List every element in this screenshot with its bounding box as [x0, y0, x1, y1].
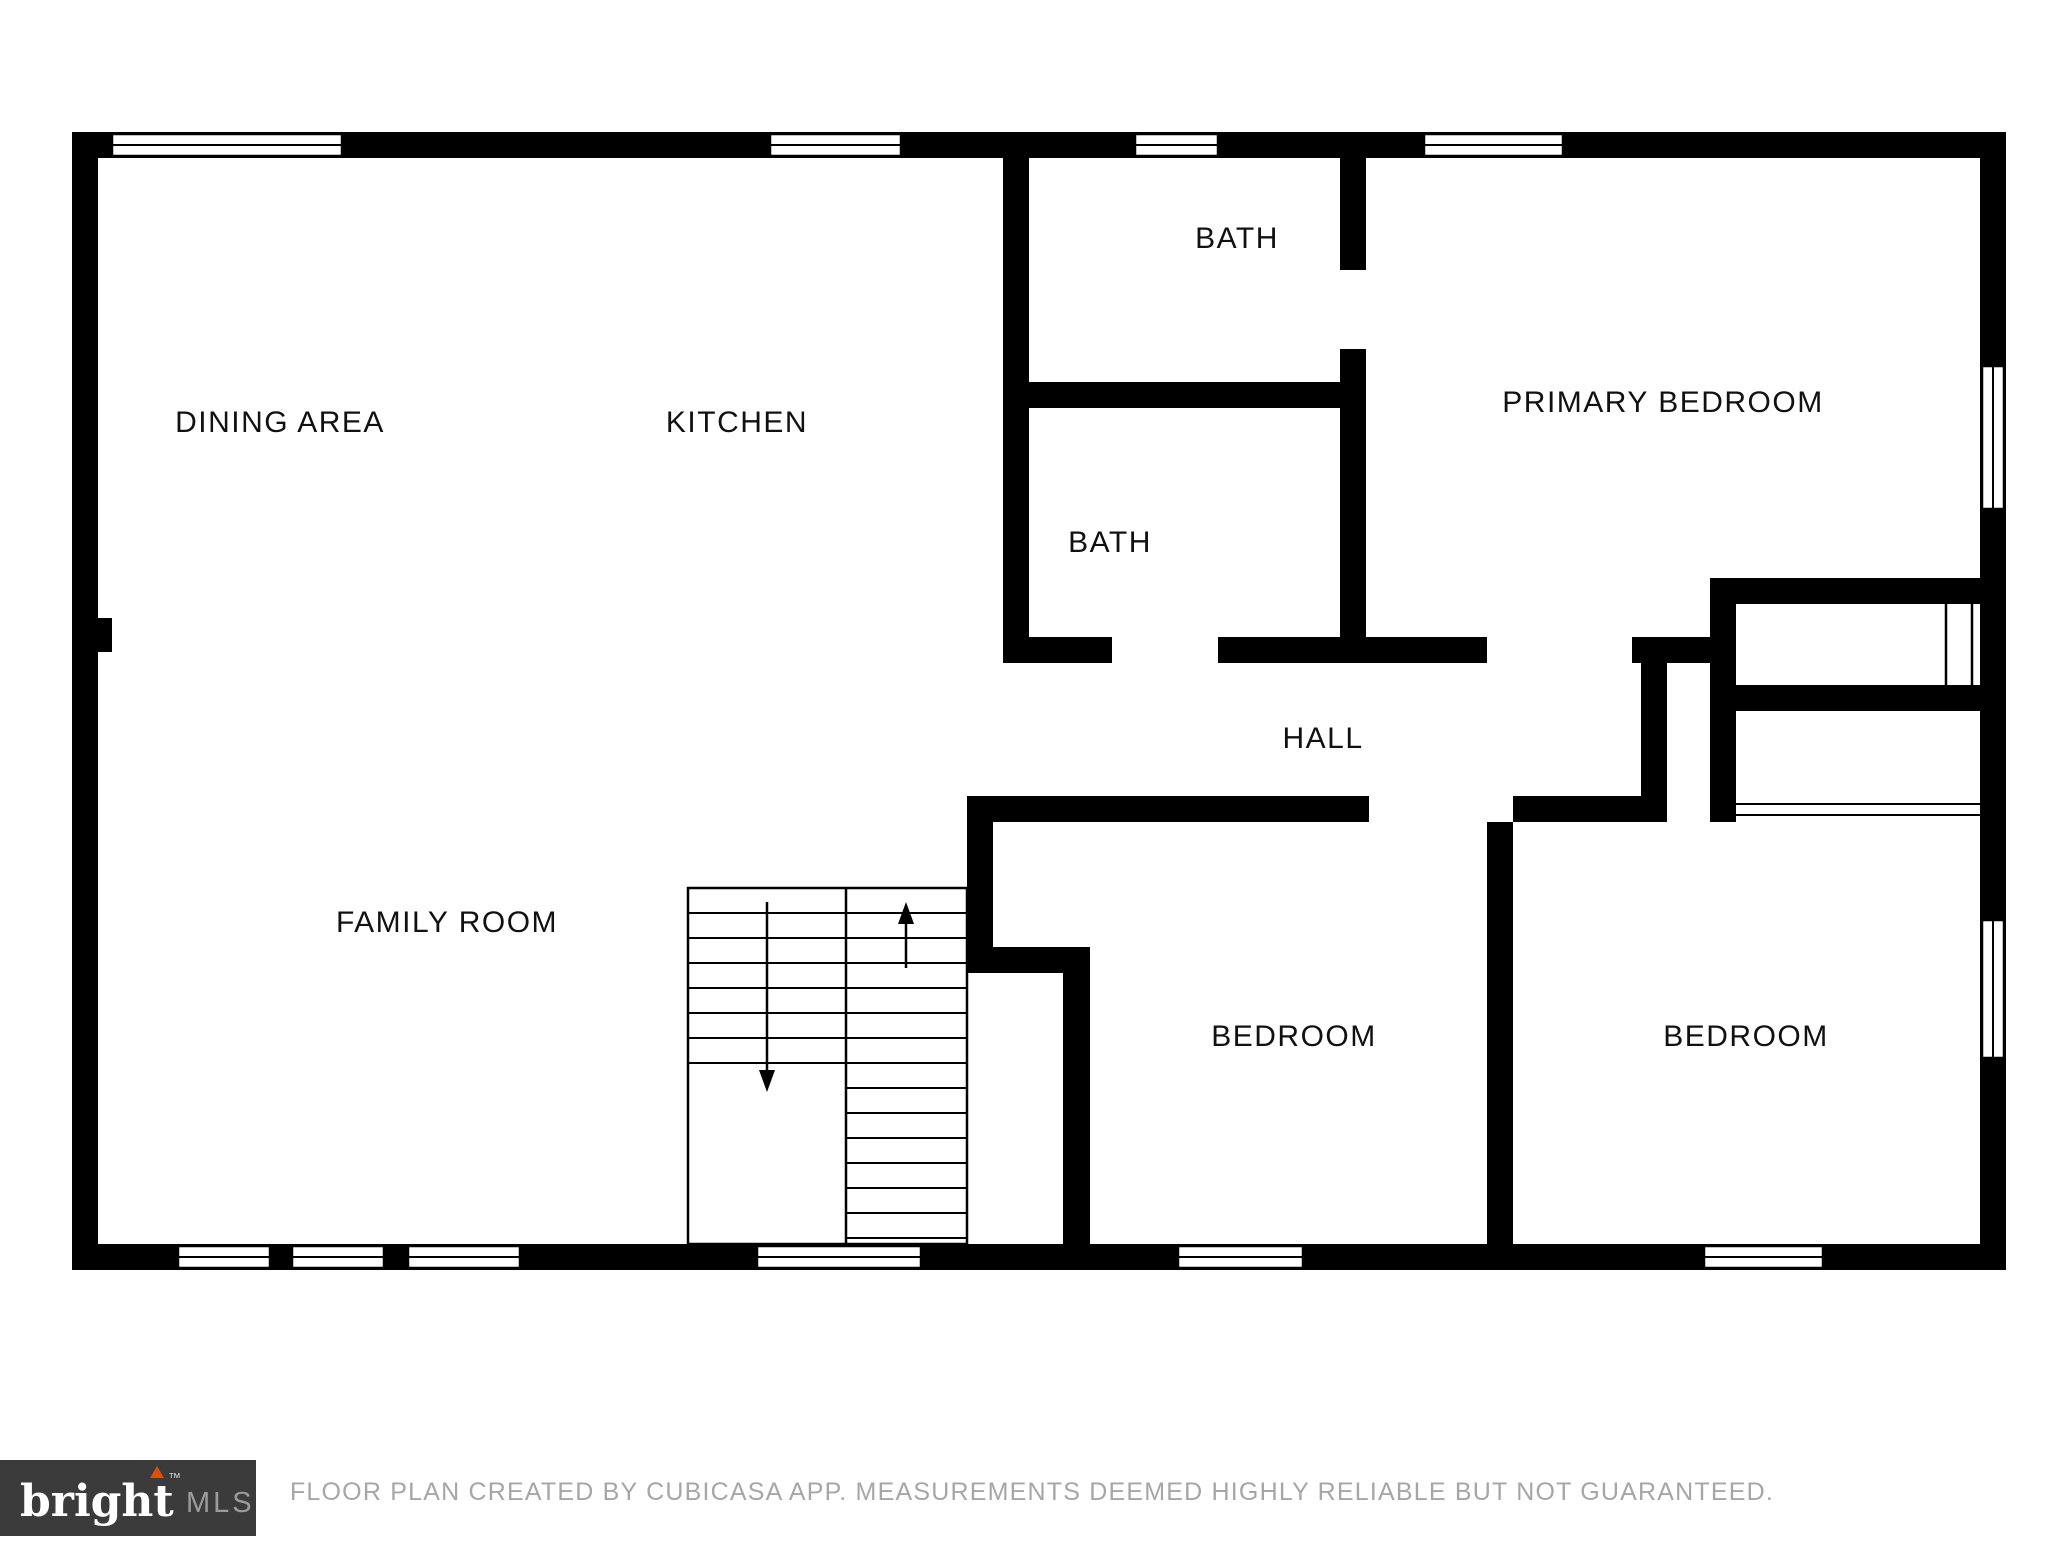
- wall: [1063, 973, 1090, 1244]
- wall: [1366, 637, 1487, 663]
- room-label-dining-area: DINING AREA: [175, 406, 385, 439]
- stairs: [686, 886, 969, 1246]
- wall: [1003, 382, 1366, 408]
- brand-triangle-icon: [150, 1466, 164, 1478]
- wall: [1632, 637, 1710, 663]
- window: [176, 1244, 272, 1270]
- window: [768, 132, 903, 158]
- closet-wall: [1736, 685, 1980, 711]
- room-label-bedroom-left: BEDROOM: [1211, 1020, 1377, 1053]
- window: [755, 1244, 923, 1270]
- footer: bright ™ MLS FLOOR PLAN CREATED BY CUBIC…: [0, 1460, 1774, 1536]
- room-labels: DINING AREA KITCHEN BATH BATH PRIMARY BE…: [175, 222, 1829, 1053]
- brand-logo: bright ™ MLS: [0, 1460, 256, 1536]
- room-label-bath-upper: BATH: [1195, 222, 1279, 255]
- window: [1176, 1244, 1305, 1270]
- room-label-kitchen: KITCHEN: [666, 406, 808, 439]
- wall-notch: [98, 618, 112, 652]
- brand-suffix: MLS: [186, 1487, 255, 1519]
- stair-treads-right: [846, 912, 967, 1239]
- closet-wall: [1710, 578, 1736, 822]
- brand-logo-background: [0, 1460, 256, 1536]
- room-label-bedroom-right: BEDROOM: [1663, 1020, 1829, 1053]
- window: [1980, 918, 2006, 1060]
- window: [1422, 132, 1565, 158]
- wall: [1003, 637, 1112, 663]
- windows-top: [110, 132, 1565, 158]
- window: [1980, 364, 2006, 511]
- wall: [1980, 132, 2006, 1270]
- windows-bottom: [176, 1244, 1825, 1270]
- room-label-hall: HALL: [1282, 722, 1363, 755]
- wall: [1340, 349, 1366, 663]
- stairs-down-arrow-icon: [759, 902, 775, 1092]
- wall: [1641, 663, 1667, 796]
- outer-walls: [72, 132, 2006, 1270]
- window: [110, 132, 344, 158]
- wall: [1340, 158, 1366, 270]
- wall: [1003, 158, 1029, 663]
- brand-trademark: ™: [168, 1470, 181, 1485]
- room-label-primary-bedroom: PRIMARY BEDROOM: [1502, 386, 1823, 419]
- window: [290, 1244, 386, 1270]
- wall: [967, 796, 1369, 822]
- window: [406, 1244, 522, 1270]
- wall: [72, 132, 2006, 158]
- wall: [1513, 796, 1667, 822]
- wall: [967, 947, 1090, 973]
- sliding-door: [1736, 803, 1980, 816]
- closet-wall: [1710, 578, 1980, 604]
- wall: [72, 132, 98, 1270]
- room-label-bath-lower: BATH: [1068, 526, 1152, 559]
- window: [1133, 132, 1220, 158]
- wall: [1218, 637, 1366, 663]
- stairs-outline: [686, 886, 969, 1246]
- window: [1702, 1244, 1825, 1270]
- disclaimer-text: FLOOR PLAN CREATED BY CUBICASA APP. MEAS…: [290, 1478, 1774, 1506]
- windows-right: [1980, 364, 2006, 1060]
- wall: [1487, 822, 1513, 1244]
- closet-doors: [1736, 588, 1980, 816]
- room-label-family-room: FAMILY ROOM: [336, 906, 558, 939]
- closet-door: [1944, 588, 1974, 700]
- wall: [72, 1244, 2006, 1270]
- stairs-up-arrow-icon: [898, 902, 914, 968]
- interior-walls: [967, 158, 1980, 1244]
- brand-wordmark: bright: [20, 1476, 174, 1527]
